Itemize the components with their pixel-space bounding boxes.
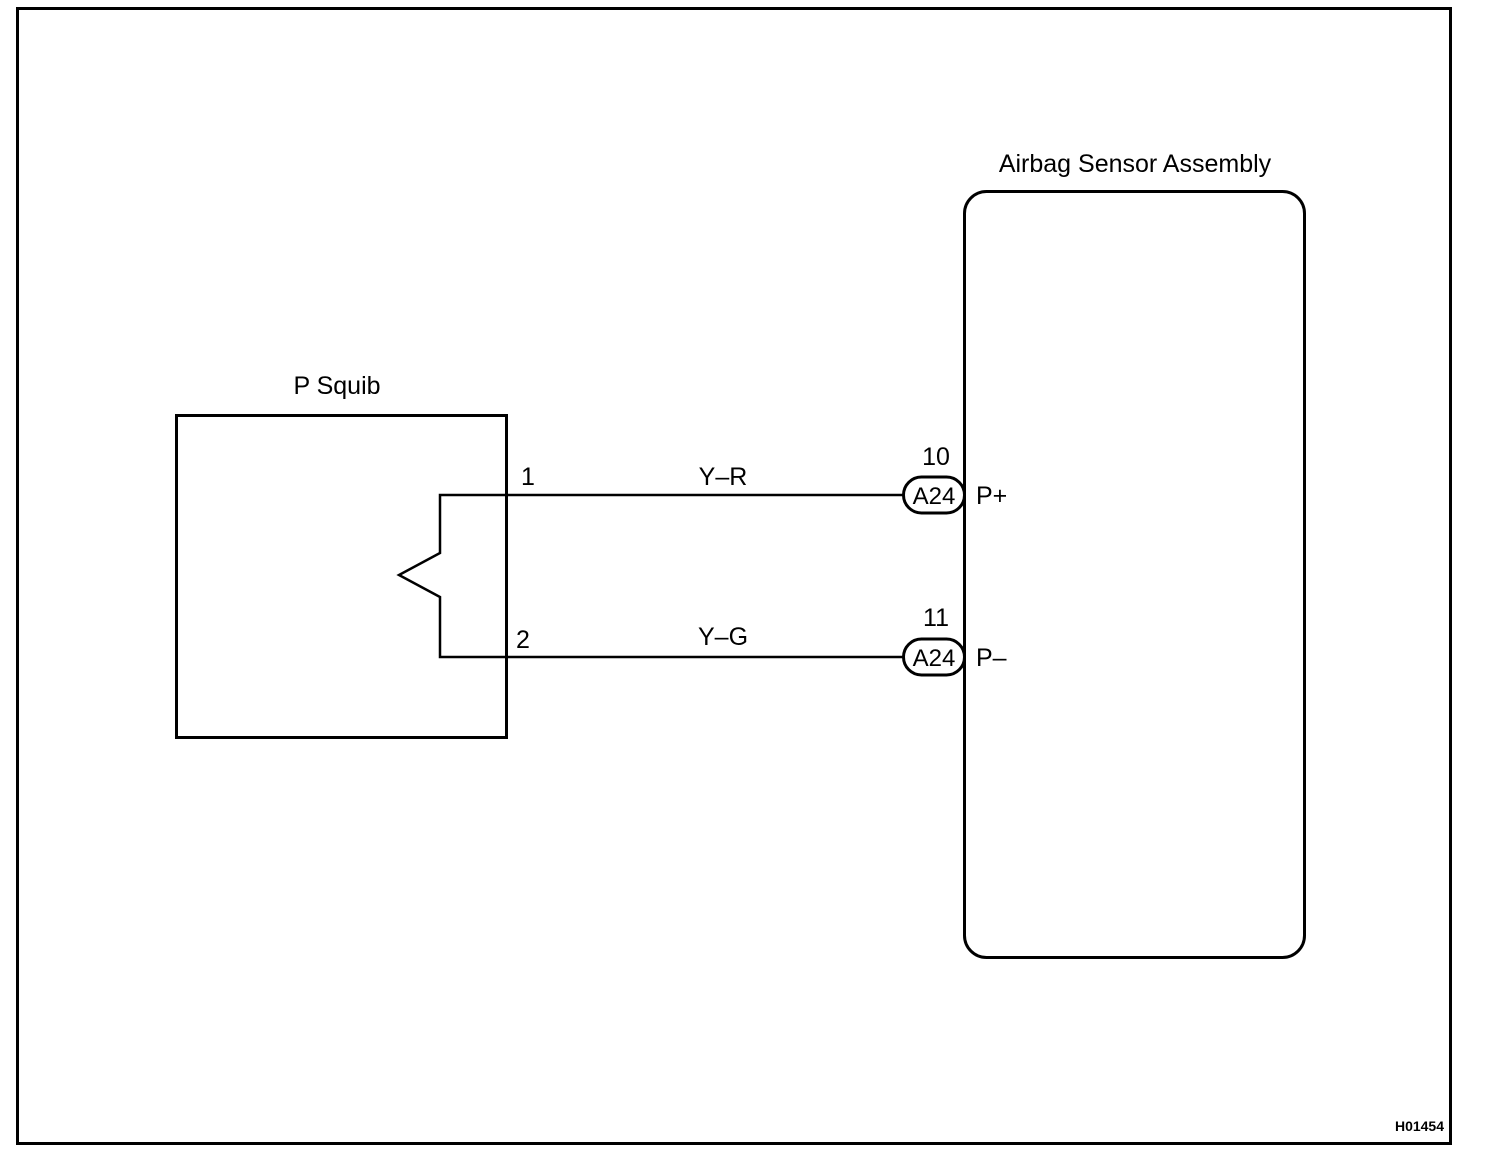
- terminal-p-plus: P+: [976, 482, 1007, 510]
- wire-2-color-code: Y–G: [698, 623, 748, 651]
- wire-1-color-code: Y–R: [699, 463, 748, 491]
- sensor-pin-11: 11: [923, 604, 949, 632]
- connector-1-label: A24: [913, 483, 956, 510]
- squib-pin-2: 2: [516, 626, 530, 654]
- sensor-pin-10: 10: [922, 443, 950, 471]
- connector-2-oval: [902, 637, 966, 677]
- squib-label: P Squib: [293, 372, 380, 400]
- squib-element-symbol: [396, 493, 507, 659]
- diagram-frame: [16, 7, 1452, 1145]
- connector-1-oval: [902, 475, 966, 515]
- connector-2-label: A24: [913, 645, 956, 672]
- terminal-p-minus: P–: [976, 644, 1007, 672]
- squib-box: [175, 414, 508, 739]
- squib-pin-1: 1: [521, 463, 535, 491]
- figure-code: H01454: [1395, 1118, 1444, 1134]
- sensor-box: [963, 190, 1306, 959]
- sensor-label: Airbag Sensor Assembly: [999, 150, 1272, 178]
